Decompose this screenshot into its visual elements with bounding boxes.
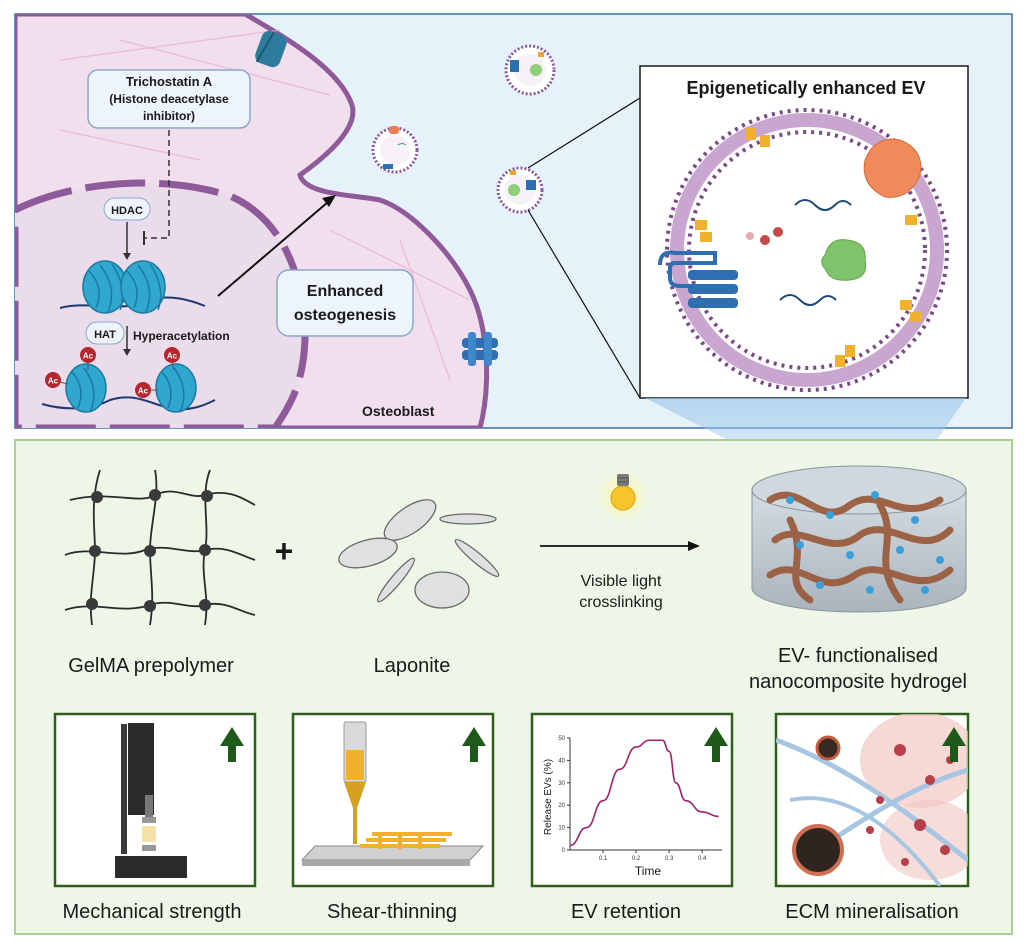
increase-arrow-icon: [942, 727, 966, 762]
trichostatin-box: Trichostatin A (Histone deacetylase inhi…: [87, 69, 251, 129]
chart-axes: [569, 738, 722, 851]
light-label-line1: Visible light: [581, 573, 662, 590]
enhanced-label-line1: Enhanced: [307, 283, 383, 300]
increase-arrow-icon: [462, 727, 486, 762]
property-label: Mechanical strength: [63, 901, 242, 923]
laponite-label: Laponite: [374, 655, 451, 677]
acetyl-badges: Ac Ac Ac Ac: [45, 347, 180, 398]
hydrogel-label-line1: EV- functionalised: [778, 645, 938, 667]
property-label: Shear-thinning: [327, 901, 457, 923]
increase-arrow-icon: [704, 727, 728, 762]
cytoskeleton-fibres: [59, 29, 471, 381]
top-panel: Trichostatin A (Histone deacetylase inhi…: [14, 13, 1013, 429]
acetyl-badge-label: Ac: [167, 352, 178, 361]
chart-ylabel: Release EVs (%): [543, 759, 554, 835]
enhanced-osteogenesis-box: [276, 269, 414, 337]
acetyl-badge-label: Ac: [48, 377, 59, 386]
release-curve: [569, 739, 719, 847]
bioprinter-nozzle-icon: [300, 721, 485, 866]
property-label: EV retention: [571, 901, 681, 923]
hydrogel-label-line2: nanocomposite hydrogel: [749, 671, 967, 693]
inhibition-dashed-line: [144, 130, 170, 239]
hat-pill: [85, 321, 125, 345]
condensed-chromatin: [59, 260, 206, 314]
hyperacetylation-label: Hyperacetylation: [133, 329, 230, 343]
enhanced-label-line2: osteogenesis: [294, 307, 396, 324]
inhibitor-label-line1: Trichostatin A: [126, 74, 213, 89]
chart-x-tick-label: 0.4: [698, 856, 707, 862]
secretion-arrow: [217, 201, 329, 297]
chart-x-tick-label: 0.1: [599, 856, 608, 862]
chart-y-tick-label: 20: [558, 803, 565, 809]
laponite-discs: [338, 499, 500, 609]
ecm-mineralisation-tile: [774, 712, 970, 888]
ecm-fibres-icon: [776, 714, 968, 886]
property-label: ECM mineralisation: [785, 901, 958, 923]
chart-y-tick-label: 10: [558, 826, 565, 832]
mechanical-strength-tile: [53, 712, 257, 888]
zoom-line-lower: [527, 209, 641, 399]
lightbulb-icon: [597, 470, 649, 522]
plus-sign: +: [275, 533, 294, 569]
small-ev-1: [371, 126, 419, 174]
increase-arrow-icon: [220, 727, 244, 762]
chart-y-tick-label: 50: [558, 736, 565, 742]
ev-inset: Epigenetically enhanced EV: [639, 65, 969, 399]
zoom-line-upper: [527, 97, 641, 169]
ev-inset-title: Epigenetically enhanced EV: [686, 78, 925, 98]
chart-y-tick-label: 40: [558, 758, 565, 764]
membrane-channel-right: [462, 332, 498, 366]
small-ev-2: [504, 44, 556, 96]
osteoblast-label: Osteoblast: [362, 403, 435, 419]
acetyl-badge-label: Ac: [138, 387, 149, 396]
membrane-channel-top: [255, 30, 287, 68]
chart-y-tick-label: 0: [562, 848, 566, 854]
shear-thinning-tile: [291, 712, 495, 888]
inhibitor-label-line3: inhibitor): [143, 109, 195, 123]
open-chromatin: [41, 361, 216, 413]
chart-x-tick-label: 0.3: [665, 856, 674, 862]
acetyl-badge-label: Ac: [83, 352, 94, 361]
chart-y-tick-label: 30: [558, 781, 565, 787]
chart-xlabel: Time: [635, 864, 662, 878]
gelma-crosslinks: [86, 489, 213, 612]
hydrogel-disc: [751, 465, 967, 613]
hdac-pill: [103, 197, 151, 221]
inhibitor-label-line2: (Histone deacetylase: [109, 92, 229, 106]
gelma-label: GelMA prepolymer: [68, 655, 234, 677]
mechanical-tester-icon: [115, 723, 187, 878]
light-label-line2: crosslinking: [579, 594, 663, 611]
small-ev-3: [496, 166, 544, 214]
hat-label: HAT: [94, 329, 116, 341]
chart-ticks: 0.1 0.2 0.3 0.4 0 10 20 30 40 50: [558, 736, 707, 862]
chart-x-tick-label: 0.2: [632, 856, 641, 862]
hdac-label: HDAC: [111, 205, 143, 217]
